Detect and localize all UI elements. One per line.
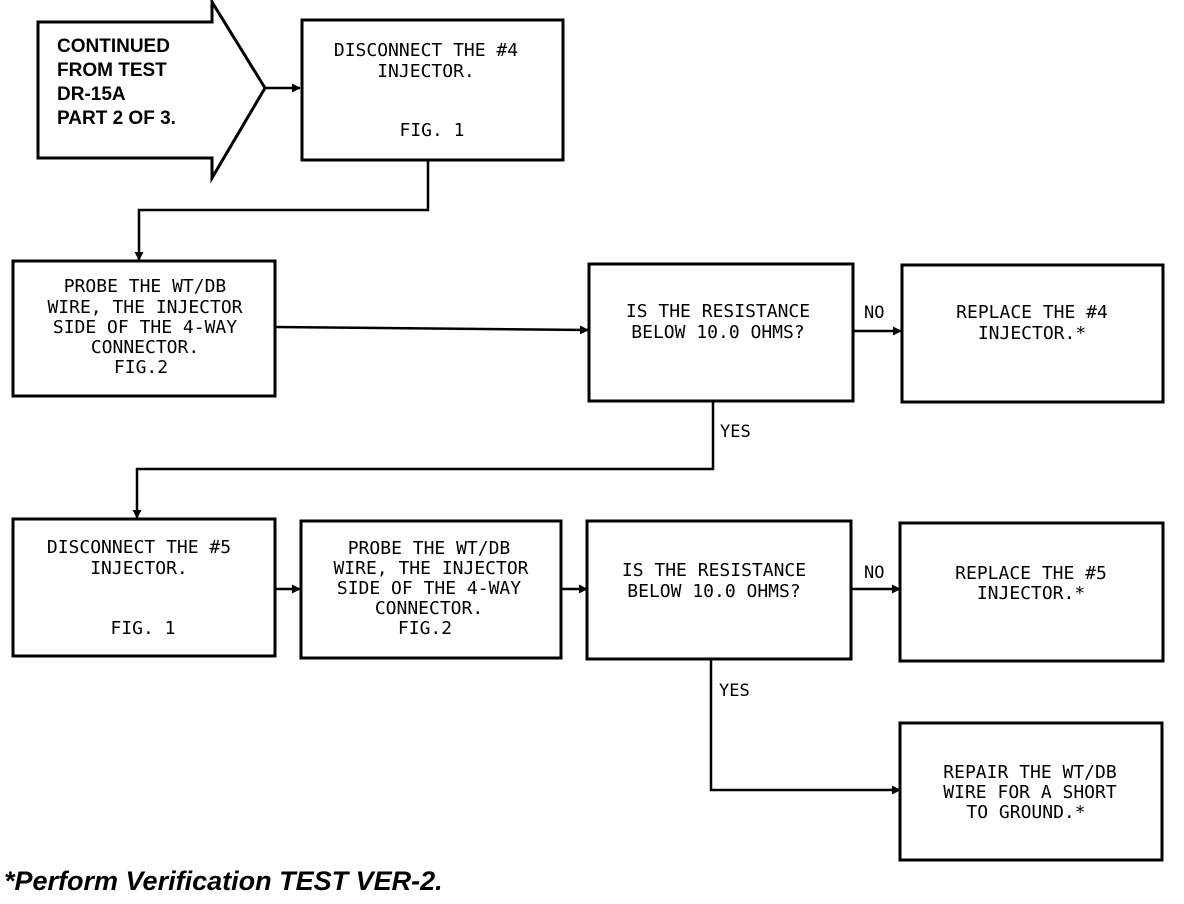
probe-wire-box-1: PROBE THE WT/DB WIRE, THE INJECTOR SIDE … [11, 259, 277, 398]
box-text-line: DISCONNECT THE #5 [47, 537, 231, 558]
svg-text:YES: YES [720, 422, 751, 442]
start-text-line: CONTINUED [57, 36, 170, 57]
branch-label-yes: YES [719, 681, 750, 701]
svg-text:YES: YES [719, 681, 750, 701]
box-text-line: BELOW 10.0 OHMS? [631, 322, 804, 343]
svg-text:PART 2 OF 3.: PART 2 OF 3. [57, 108, 176, 129]
replace-injector-5-box: REPLACE THE #5 INJECTOR.* [898, 521, 1165, 663]
box-text-line: REPLACE THE #5 [955, 563, 1107, 584]
connector-probe1-to-decision1 [274, 325, 589, 335]
probe-wire-box-2: PROBE THE WT/DB WIRE, THE INJECTOR SIDE … [299, 519, 563, 660]
svg-text:DISCONNECT THE #4: DISCONNECT THE #4 [334, 40, 518, 61]
svg-text:CONNECTOR.: CONNECTOR. [375, 598, 483, 619]
svg-text:IS THE RESISTANCE: IS THE RESISTANCE [622, 560, 806, 581]
svg-text:NO: NO [864, 563, 884, 583]
svg-text:SIDE OF THE 4-WAY: SIDE OF THE 4-WAY [53, 317, 237, 338]
resistance-decision-box-1: IS THE RESISTANCE BELOW 10.0 OHMS? [587, 262, 855, 403]
svg-text:NO: NO [864, 303, 884, 323]
svg-text:CONTINUED: CONTINUED [57, 36, 170, 57]
connector-decision1-to-disconnect5 [132, 401, 715, 519]
box-text-line: SIDE OF THE 4-WAY [53, 317, 237, 338]
svg-text:FIG.2: FIG.2 [114, 357, 168, 378]
svg-text:CONNECTOR.: CONNECTOR. [91, 337, 199, 358]
svg-text:FIG.2: FIG.2 [398, 618, 452, 639]
figure-reference: FIG. 1 [110, 618, 175, 639]
svg-text:INJECTOR.*: INJECTOR.* [977, 583, 1085, 604]
svg-text:WIRE, THE INJECTOR: WIRE, THE INJECTOR [333, 558, 528, 579]
box-text-line: REPAIR THE WT/DB [943, 762, 1116, 783]
box-text-line: DISCONNECT THE #4 [334, 40, 518, 61]
box-text-line: CONNECTOR. [91, 337, 199, 358]
disconnect-injector-5-box: DISCONNECT THE #5 INJECTOR. FIG. 1 [11, 517, 277, 658]
connector-decision2-to-repair [709, 659, 901, 795]
box-text-line: IS THE RESISTANCE [626, 301, 810, 322]
svg-text:DISCONNECT THE #5: DISCONNECT THE #5 [47, 537, 231, 558]
branch-label-yes: YES [720, 422, 751, 442]
svg-text:BELOW 10.0 OHMS?: BELOW 10.0 OHMS? [627, 581, 800, 602]
svg-text:REPAIR THE WT/DB: REPAIR THE WT/DB [943, 762, 1116, 783]
box-text-line: BELOW 10.0 OHMS? [627, 581, 800, 602]
footnote: *Perform Verification TEST VER-2. [4, 866, 443, 896]
box-text-line: INJECTOR. [377, 61, 475, 82]
box-text-line: REPLACE THE #4 [956, 302, 1108, 323]
svg-text:PROBE THE WT/DB: PROBE THE WT/DB [348, 538, 511, 559]
branch-label-no: NO [864, 303, 884, 323]
repair-wire-box: REPAIR THE WT/DB WIRE FOR A SHORT TO GRO… [898, 721, 1164, 862]
svg-text:DR-15A: DR-15A [57, 84, 126, 105]
box-text-line: PROBE THE WT/DB [64, 276, 227, 297]
connector-disconnect4-to-probe1 [134, 160, 430, 261]
box-text-line: INJECTOR. [90, 558, 188, 579]
svg-text:FROM TEST: FROM TEST [57, 60, 167, 81]
start-block-arrow: CONTINUED FROM TEST DR-15A PART 2 OF 3. [36, 0, 267, 184]
box-text-line: INJECTOR.* [978, 323, 1086, 344]
svg-text:REPLACE THE #5: REPLACE THE #5 [955, 563, 1107, 584]
svg-text:INJECTOR.*: INJECTOR.* [978, 323, 1086, 344]
svg-text:INJECTOR.: INJECTOR. [90, 558, 188, 579]
svg-text:INJECTOR.: INJECTOR. [377, 61, 475, 82]
box-text-line: PROBE THE WT/DB [348, 538, 511, 559]
svg-text:PROBE THE WT/DB: PROBE THE WT/DB [64, 276, 227, 297]
box-text-line: WIRE, THE INJECTOR [47, 297, 242, 318]
box-text-line: TO GROUND.* [966, 802, 1085, 823]
box-text-line: WIRE, THE INJECTOR [333, 558, 528, 579]
resistance-decision-box-2: IS THE RESISTANCE BELOW 10.0 OHMS? [585, 519, 853, 661]
box-text-line: CONNECTOR. [375, 598, 483, 619]
box-text-line: SIDE OF THE 4-WAY [337, 578, 521, 599]
branch-label-no: NO [864, 563, 884, 583]
start-text-line: FROM TEST [57, 60, 167, 81]
figure-reference: FIG. 1 [399, 120, 464, 141]
start-text-line: DR-15A [57, 84, 126, 105]
box-text-line: IS THE RESISTANCE [622, 560, 806, 581]
svg-text:IS THE RESISTANCE: IS THE RESISTANCE [626, 301, 810, 322]
replace-injector-4-box: REPLACE THE #4 INJECTOR.* [900, 263, 1165, 404]
box-text-line: INJECTOR.* [977, 583, 1085, 604]
figure-reference: FIG.2 [398, 618, 452, 639]
svg-text:WIRE FOR A SHORT: WIRE FOR A SHORT [943, 782, 1117, 803]
svg-text:SIDE OF THE 4-WAY: SIDE OF THE 4-WAY [337, 578, 521, 599]
svg-text:BELOW 10.0 OHMS?: BELOW 10.0 OHMS? [631, 322, 804, 343]
figure-reference: FIG.2 [114, 357, 168, 378]
svg-text:WIRE, THE INJECTOR: WIRE, THE INJECTOR [47, 297, 242, 318]
svg-text:TO GROUND.*: TO GROUND.* [966, 802, 1085, 823]
start-text-line: PART 2 OF 3. [57, 108, 176, 129]
svg-text:REPLACE THE #4: REPLACE THE #4 [956, 302, 1108, 323]
svg-text:FIG. 1: FIG. 1 [110, 618, 175, 639]
box-text-line: WIRE FOR A SHORT [943, 782, 1117, 803]
svg-text:FIG. 1: FIG. 1 [399, 120, 464, 141]
disconnect-injector-4-box: DISCONNECT THE #4 INJECTOR. FIG. 1 [300, 18, 565, 162]
